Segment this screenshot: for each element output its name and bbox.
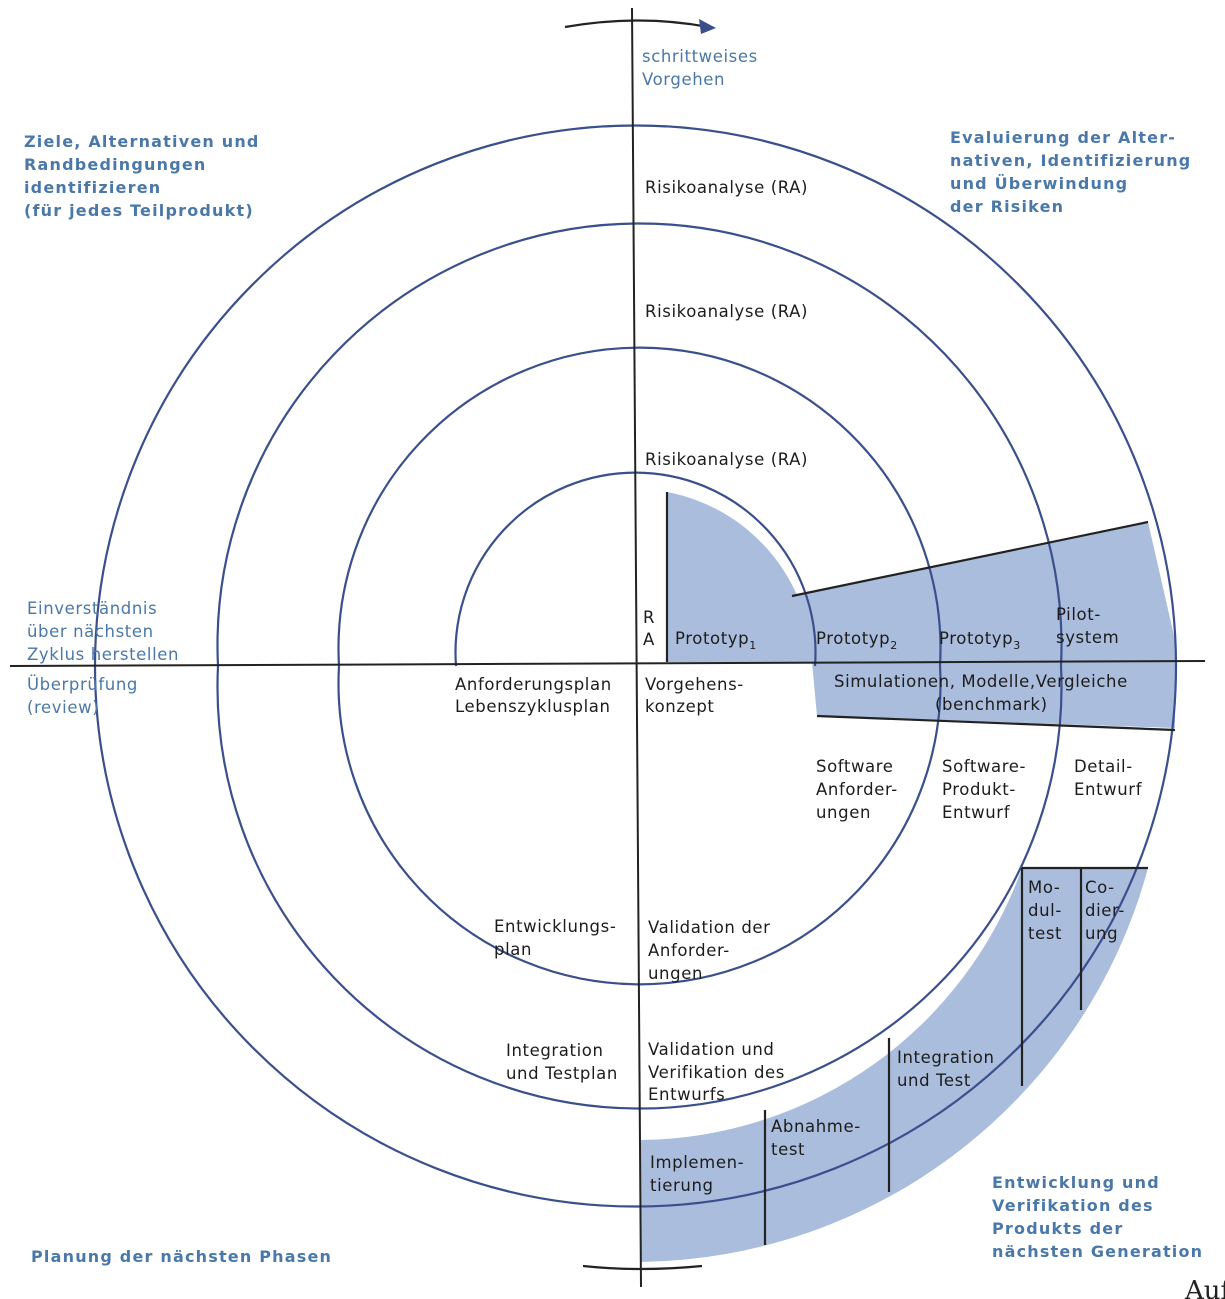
label-risikoanalyse-2: Risikoanalyse (RA) — [645, 302, 808, 321]
prototype-band-region — [792, 522, 1175, 728]
label-validation-verifikation: Validation und Verifikation des Entwurfs — [648, 1040, 791, 1104]
label-ra-r: R — [643, 608, 655, 627]
horizontal-axis — [9, 660, 1206, 667]
label-codierung: Co- dier- ung — [1085, 878, 1131, 943]
label-software-anforderungen: Software Anforder- ungen — [816, 757, 904, 822]
label-schrittweises: schrittweises Vorgehen — [642, 47, 764, 89]
label-anforderungsplan: Anforderungsplan Lebenszyklusplan — [455, 675, 618, 716]
corner-text-fragment: Auf — [1184, 1276, 1225, 1299]
label-einverstaendnis: Einverständnis über nächsten Zyklus hers… — [27, 599, 179, 664]
label-entwicklungsplan: Entwicklungs- plan — [494, 917, 622, 959]
label-pilotsystem: Pilot- system — [1056, 605, 1119, 647]
spiral-ring-outer — [93, 124, 1178, 1208]
label-simulationen: Simulationen, Modelle,Vergleiche (benchm… — [834, 672, 1134, 714]
prototype-1-region — [667, 492, 812, 662]
spiral-ring-3 — [216, 222, 1063, 1110]
prototype-band-bottom-edge — [816, 714, 1176, 732]
label-software-produkt-entwurf: Software- Produkt- Entwurf — [942, 757, 1032, 822]
label-integration-testplan: Integration und Testplan — [506, 1041, 618, 1083]
label-risikoanalyse-3: Risikoanalyse (RA) — [645, 178, 808, 197]
top-progress-arrow — [564, 19, 709, 29]
top-arrow-head — [699, 19, 716, 34]
bottom-progress-curve — [582, 1264, 703, 1271]
label-detail-entwurf: Detail- Entwurf — [1074, 757, 1143, 799]
label-validation-anforderungen: Validation der Anforder- ungen — [648, 918, 776, 983]
label-modultest: Mo- dul- test — [1028, 878, 1068, 943]
label-integration-und-test: Integration und Test — [897, 1048, 1000, 1090]
label-implementierung: Implemen- tierung — [650, 1153, 750, 1195]
label-risikoanalyse-1: Risikoanalyse (RA) — [645, 450, 808, 469]
prototype-band-top-edge — [791, 520, 1149, 598]
label-planung-naechste-phasen: Planung der nächsten Phasen — [31, 1247, 332, 1266]
vertical-axis — [631, 7, 642, 1288]
label-prototyp-3: Prototyp3 — [939, 629, 1021, 652]
label-ueberpruefung: Überprüfung (review) — [27, 675, 144, 717]
spiral-ring-2 — [337, 346, 942, 986]
label-abnahmetest: Abnahme- test — [771, 1117, 867, 1159]
label-prototyp-1: Prototyp1 — [675, 629, 757, 652]
label-ra-a: A — [643, 630, 655, 649]
label-evaluierung: Evaluierung der Alter- nativen, Identifi… — [950, 128, 1198, 216]
label-vorgehenskonzept: Vorgehens- konzept — [645, 675, 750, 716]
label-ziele-alternativen: Ziele, Alternativen und Randbedingungen … — [24, 132, 266, 220]
label-prototyp-2: Prototyp2 — [816, 629, 898, 652]
label-entwicklung-verifikation: Entwicklung und Verifikation des Produkt… — [992, 1173, 1203, 1261]
